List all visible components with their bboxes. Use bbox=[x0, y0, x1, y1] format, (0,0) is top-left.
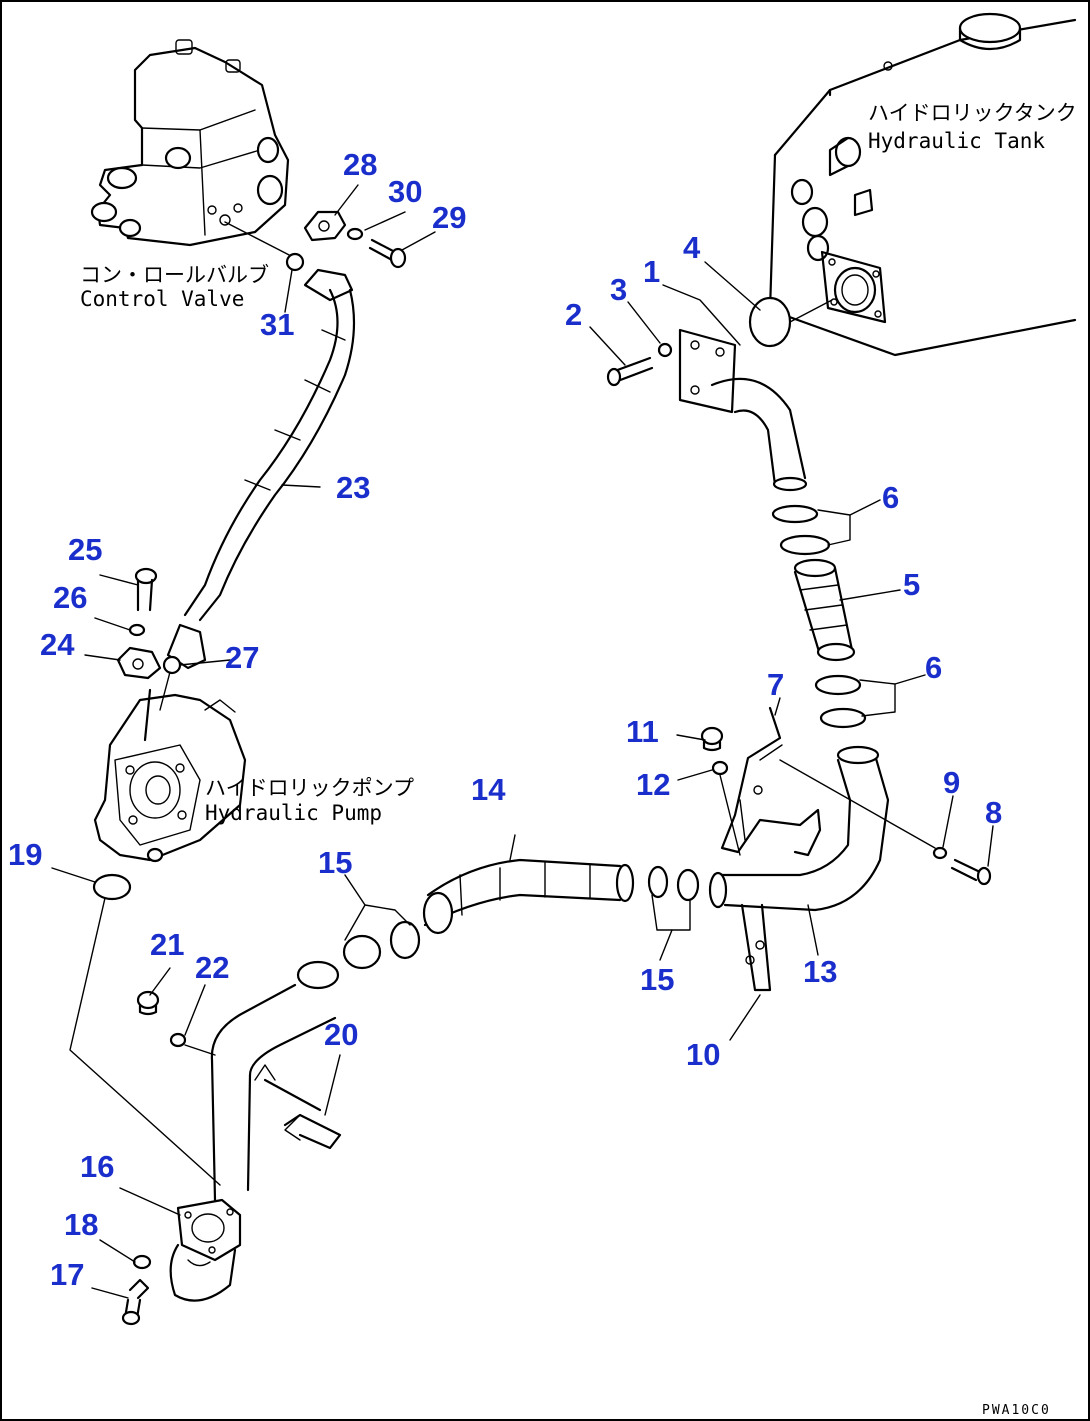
callout-4: 4 bbox=[683, 230, 701, 265]
callout-25: 25 bbox=[68, 532, 102, 567]
hose-clamps-6-upper bbox=[771, 504, 851, 556]
callout-11: 11 bbox=[626, 714, 659, 749]
callout-28: 28 bbox=[343, 147, 377, 182]
callout-5: 5 bbox=[903, 567, 920, 602]
hydraulic-pump-drawing bbox=[93, 671, 247, 863]
hose-clamps-15-left bbox=[342, 904, 421, 970]
callout-16: 16 bbox=[80, 1149, 114, 1184]
hydraulic-tank-drawing bbox=[768, 12, 1077, 357]
callout-27: 27 bbox=[225, 640, 259, 675]
tank-outlet-elbow bbox=[678, 296, 833, 492]
bolt-29 bbox=[368, 238, 407, 269]
hydraulic-tank-label-jp: ハイドロリックタンク bbox=[868, 101, 1077, 125]
control-valve-label-jp: コン・ロールバルブ bbox=[80, 263, 269, 287]
callout-13: 13 bbox=[803, 954, 837, 989]
callout-9: 9 bbox=[943, 765, 960, 800]
callout-21: 21 bbox=[150, 927, 184, 962]
callout-leaders bbox=[51, 184, 994, 1299]
callout-31: 31 bbox=[260, 307, 294, 342]
callout-3: 3 bbox=[610, 272, 627, 307]
nut-21 bbox=[136, 990, 160, 1016]
callout-10: 10 bbox=[686, 1037, 720, 1072]
suction-pipe-16 bbox=[169, 960, 340, 1302]
hydraulic-pump-label-jp: ハイドロリックポンプ bbox=[205, 776, 414, 800]
washer-12-leader bbox=[719, 774, 741, 856]
callout-numbers: 1 2 3 4 5 6 6 7 8 9 10 11 12 13 14 15 15… bbox=[8, 147, 1002, 1292]
washer-9-leader bbox=[779, 759, 936, 849]
callout-12: 12 bbox=[636, 767, 670, 802]
bolt-8 bbox=[950, 858, 992, 886]
control-valve-label-en: Control Valve bbox=[80, 287, 244, 311]
bracket-20 bbox=[263, 1078, 342, 1150]
washer-18 bbox=[132, 1254, 152, 1270]
hose-clamps-6-lower bbox=[814, 674, 896, 729]
bracket-7 bbox=[720, 706, 822, 857]
callout-18: 18 bbox=[64, 1207, 98, 1242]
o-ring-30 bbox=[346, 227, 364, 241]
hose-23 bbox=[166, 268, 356, 670]
callout-26: 26 bbox=[53, 580, 87, 615]
nut-11 bbox=[700, 726, 724, 752]
hose-14 bbox=[422, 834, 635, 935]
control-valve-drawing bbox=[90, 39, 305, 313]
callout-6-lower: 6 bbox=[925, 650, 942, 685]
callout-30: 30 bbox=[388, 174, 422, 209]
callout-2: 2 bbox=[565, 297, 582, 332]
callout-14: 14 bbox=[471, 772, 506, 807]
callout-6-upper: 6 bbox=[882, 480, 899, 515]
bolt-25 bbox=[134, 567, 158, 612]
o-ring-19 bbox=[92, 873, 132, 901]
callout-20: 20 bbox=[324, 1017, 358, 1052]
callout-15-left: 15 bbox=[318, 845, 352, 880]
callout-7: 7 bbox=[767, 667, 784, 702]
washer-26 bbox=[128, 623, 146, 637]
callout-17: 17 bbox=[50, 1257, 84, 1292]
callout-29: 29 bbox=[432, 200, 466, 235]
pipe-13 bbox=[708, 745, 890, 912]
hydraulic-pump-label-en: Hydraulic Pump bbox=[205, 801, 382, 825]
hose-5 bbox=[793, 558, 856, 662]
washer-12 bbox=[711, 760, 729, 776]
callout-1: 1 bbox=[643, 254, 660, 289]
hose-clamps-15-right bbox=[647, 865, 700, 931]
callout-8: 8 bbox=[985, 795, 1002, 830]
callout-22: 22 bbox=[195, 950, 229, 985]
washer-3 bbox=[657, 342, 673, 358]
callout-19: 19 bbox=[8, 837, 42, 872]
o-ring-19-leader bbox=[69, 897, 221, 1186]
drawing-code: PWA10C0 bbox=[982, 1403, 1051, 1418]
split-flange-24 bbox=[116, 646, 162, 680]
hydraulic-tank-label-en: Hydraulic Tank bbox=[868, 129, 1045, 153]
callout-23: 23 bbox=[336, 470, 370, 505]
bolt-2 bbox=[606, 356, 654, 387]
split-flange-28 bbox=[303, 210, 347, 242]
washer-22 bbox=[169, 1032, 187, 1048]
washer-22-leader bbox=[184, 1044, 216, 1056]
callout-15-right: 15 bbox=[640, 962, 674, 997]
o-ring-27 bbox=[162, 655, 182, 675]
washer-9 bbox=[932, 846, 948, 860]
callout-24: 24 bbox=[40, 627, 75, 662]
bolt-17 bbox=[121, 1278, 150, 1326]
bracket-10 bbox=[729, 903, 772, 1041]
